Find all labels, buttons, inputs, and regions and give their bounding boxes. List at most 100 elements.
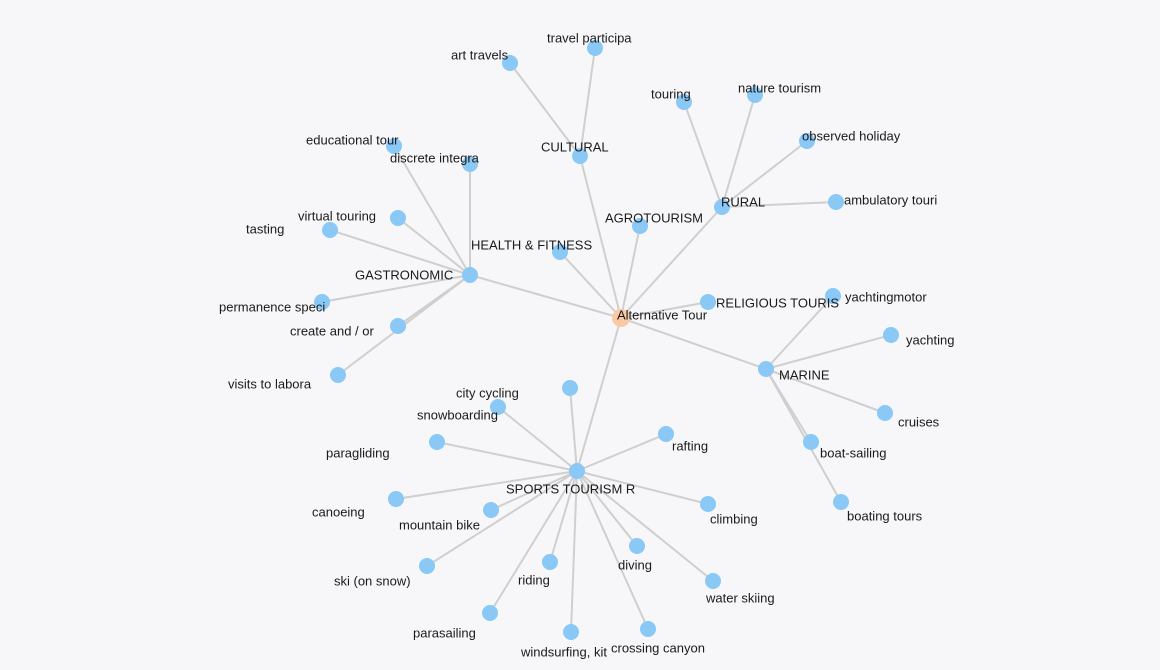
node-tasting[interactable] [322, 222, 338, 238]
node-gastronomic[interactable] [462, 267, 478, 283]
node-label-ambulatory-touri: ambulatory touri [844, 193, 937, 208]
node-label-riding: riding [518, 573, 550, 588]
node-yachtingmotor[interactable] [825, 288, 841, 304]
node-label-crossing-canyon: crossing canyon [611, 641, 705, 656]
node-rafting[interactable] [658, 426, 674, 442]
node-create-and-or[interactable] [390, 318, 406, 334]
node-art-travels[interactable] [502, 55, 518, 71]
node-paragliding[interactable] [429, 434, 445, 450]
link-root-marine [620, 317, 767, 370]
node-label-boating-tours: boating tours [847, 509, 923, 524]
node-label-educational-tour: educational tour [306, 133, 399, 148]
node-observed-holiday[interactable] [799, 133, 815, 149]
node-label-alternative-tour: Alternative Tour [617, 308, 708, 323]
link-cultural-art-travels [509, 62, 581, 157]
node-label-rafting: rafting [672, 439, 708, 454]
node-label-boat-sailing: boat-sailing [820, 446, 887, 461]
node-label-travel-participa: travel participa [547, 31, 632, 46]
node-mountain-bike[interactable] [483, 502, 499, 518]
link-marine-boating-tours [765, 368, 842, 503]
node-canoeing[interactable] [388, 491, 404, 507]
node-yachting[interactable] [883, 327, 899, 343]
node-label-water-skiing: water skiing [705, 591, 775, 606]
node-sports-tourism-r[interactable] [569, 463, 585, 479]
link-marine-cruises [765, 368, 886, 414]
link-root-religious-touris [620, 301, 709, 319]
link-root-sports-tourism-r [576, 317, 622, 472]
node-label-visits-to-labora: visits to labora [228, 377, 312, 392]
link-rural-nature-tourism [721, 94, 756, 208]
graph-nodes [314, 40, 899, 640]
node-label-yachtingmotor: yachtingmotor [845, 290, 927, 305]
node-visits-to-labora[interactable] [330, 367, 346, 383]
node-alternative-tour[interactable] [612, 309, 630, 327]
link-root-gastronomic [469, 274, 622, 319]
node-parasailing[interactable] [482, 605, 498, 621]
node-label-rural: RURAL [721, 195, 765, 210]
link-sports-tourism-r-riding [549, 470, 578, 563]
node-label-art-travels: art travels [451, 48, 509, 63]
node-riding[interactable] [542, 554, 558, 570]
node-ambulatory-touri[interactable] [828, 194, 844, 210]
node-ski-on-snow[interactable] [419, 558, 435, 574]
node-label-diving: diving [618, 558, 652, 573]
node-nature-tourism[interactable] [747, 87, 763, 103]
node-touring[interactable] [676, 94, 692, 110]
node-label-observed-holiday: observed holiday [802, 129, 901, 144]
node-boat-sailing[interactable] [803, 434, 819, 450]
link-rural-ambulatory-touri [721, 201, 837, 208]
node-label-yachting: yachting [906, 333, 954, 348]
link-sports-tourism-r-rafting [576, 433, 667, 472]
node-label-ski-on-snow: ski (on snow) [334, 574, 411, 589]
node-educational-tour[interactable] [386, 138, 402, 154]
link-gastronomic-permanence-speci [321, 274, 471, 303]
link-sports-tourism-r-windsurfing-kit [570, 470, 578, 633]
node-label-canoeing: canoeing [312, 505, 365, 520]
node-crossing-canyon[interactable] [640, 621, 656, 637]
node-discrete-integra[interactable] [462, 156, 478, 172]
link-rural-observed-holiday [721, 140, 808, 208]
node-travel-participa[interactable] [587, 40, 603, 56]
link-gastronomic-educational-tour [393, 145, 471, 276]
node-religious-touris[interactable] [700, 294, 716, 310]
node-agrotourism[interactable] [632, 218, 648, 234]
link-sports-tourism-r-paragliding [436, 441, 578, 472]
node-city-cycling[interactable] [562, 380, 578, 396]
node-snowboarding[interactable] [490, 399, 506, 415]
link-sports-tourism-r-parasailing [489, 470, 578, 614]
node-label-agrotourism: AGROTOURISM [605, 211, 703, 226]
link-rural-touring [683, 101, 723, 208]
node-health-fitness[interactable] [552, 244, 568, 260]
node-label-gastronomic: GASTRONOMIC [355, 268, 453, 283]
node-label-paragliding: paragliding [326, 446, 390, 461]
link-cultural-travel-participa [579, 47, 596, 157]
node-label-virtual-touring: virtual touring [298, 209, 376, 224]
node-cruises[interactable] [877, 405, 893, 421]
node-windsurfing-kit[interactable] [563, 624, 579, 640]
link-sports-tourism-r-diving [576, 470, 638, 547]
node-boating-tours[interactable] [833, 494, 849, 510]
node-virtual-touring[interactable] [390, 210, 406, 226]
node-cultural[interactable] [572, 148, 588, 164]
link-sports-tourism-r-mountain-bike [490, 470, 578, 511]
node-diving[interactable] [629, 538, 645, 554]
node-label-religious-touris: RELIGIOUS TOURIS [716, 296, 839, 311]
link-root-health-fitness [559, 251, 622, 319]
node-label-cultural: CULTURAL [541, 140, 609, 155]
node-marine[interactable] [758, 361, 774, 377]
node-label-touring: touring [651, 87, 691, 102]
link-sports-tourism-r-crossing-canyon [576, 470, 649, 630]
node-rural[interactable] [714, 199, 730, 215]
node-label-parasailing: parasailing [413, 626, 476, 641]
node-label-mountain-bike: mountain bike [399, 518, 480, 533]
node-climbing[interactable] [700, 496, 716, 512]
link-sports-tourism-r-water-skiing [576, 470, 714, 582]
node-label-permanence-speci: permanence speci [219, 300, 325, 315]
node-label-health-fitness: HEALTH & FITNESS [471, 238, 592, 253]
node-permanence-speci[interactable] [314, 294, 330, 310]
node-label-climbing: climbing [710, 512, 758, 527]
link-gastronomic-virtual-touring [397, 217, 471, 276]
node-water-skiing[interactable] [705, 573, 721, 589]
